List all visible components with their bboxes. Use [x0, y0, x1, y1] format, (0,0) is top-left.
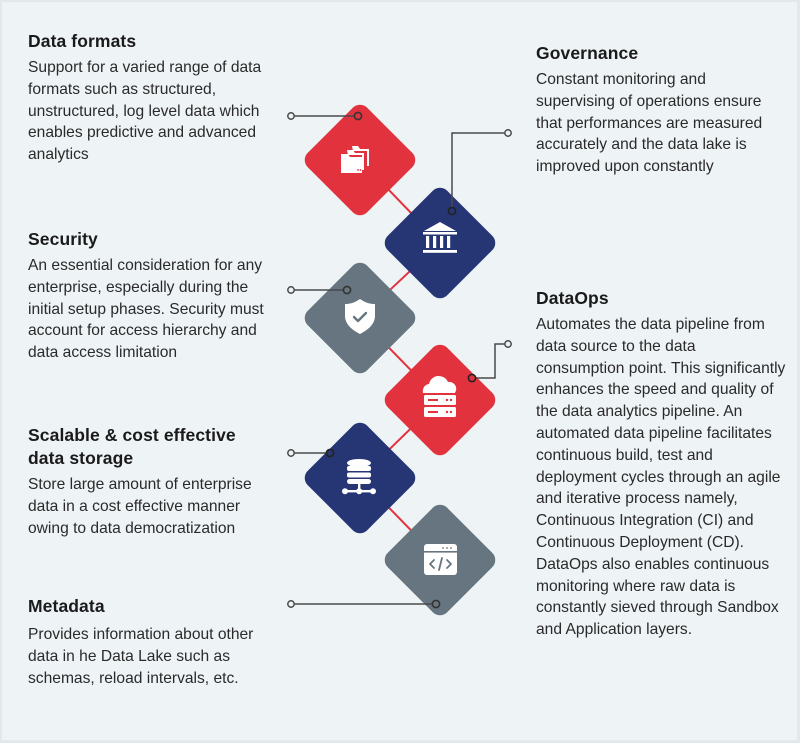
diamond-dataops: [384, 344, 496, 456]
item-title: Data formats: [28, 31, 137, 51]
diamond-governance: [384, 187, 496, 299]
item-description: Support for a varied range of data forma…: [28, 59, 262, 164]
item-description: Store large amount of enterprise data in…: [28, 476, 252, 537]
item-title: Governance: [536, 43, 639, 63]
item-data-storage: Scalable & cost effective data storage S…: [28, 424, 258, 539]
leader-metadata: [287, 599, 441, 609]
cloud-server-icon: [422, 375, 458, 417]
item-title: Metadata: [28, 596, 105, 616]
code-window-icon: [424, 544, 457, 575]
item-governance: Governance Constant monitoring and super…: [536, 42, 786, 178]
leader-data-formats: [287, 111, 363, 121]
item-description: An essential consideration for any enter…: [28, 257, 264, 362]
diamond-data-formats: [304, 104, 416, 216]
leader-dataops: [467, 340, 512, 383]
leader-security: [287, 285, 352, 295]
item-metadata: Metadata Provides information about othe…: [28, 595, 258, 689]
item-title: Security: [28, 229, 98, 249]
item-security: Security An essential consideration for …: [28, 228, 278, 364]
item-title: DataOps: [536, 288, 609, 308]
bank-building-icon: [423, 222, 457, 253]
item-dataops: DataOps Automates the data pipeline from…: [536, 287, 788, 641]
folders-icon: [341, 146, 369, 173]
database-network-icon: [342, 459, 376, 495]
leader-lines: [287, 111, 512, 609]
leader-governance: [447, 129, 512, 216]
leader-data-storage: [287, 448, 335, 458]
shield-check-icon: [345, 299, 375, 334]
diamond-metadata: [384, 504, 496, 616]
item-title: Scalable & cost effective data storage: [28, 425, 236, 468]
item-description: Provides information about other data in…: [28, 626, 254, 687]
item-data-formats: Data formats Support for a varied range …: [28, 30, 278, 166]
item-description: Constant monitoring and supervising of o…: [536, 71, 763, 176]
item-description: Automates the data pipeline from data so…: [536, 316, 786, 639]
